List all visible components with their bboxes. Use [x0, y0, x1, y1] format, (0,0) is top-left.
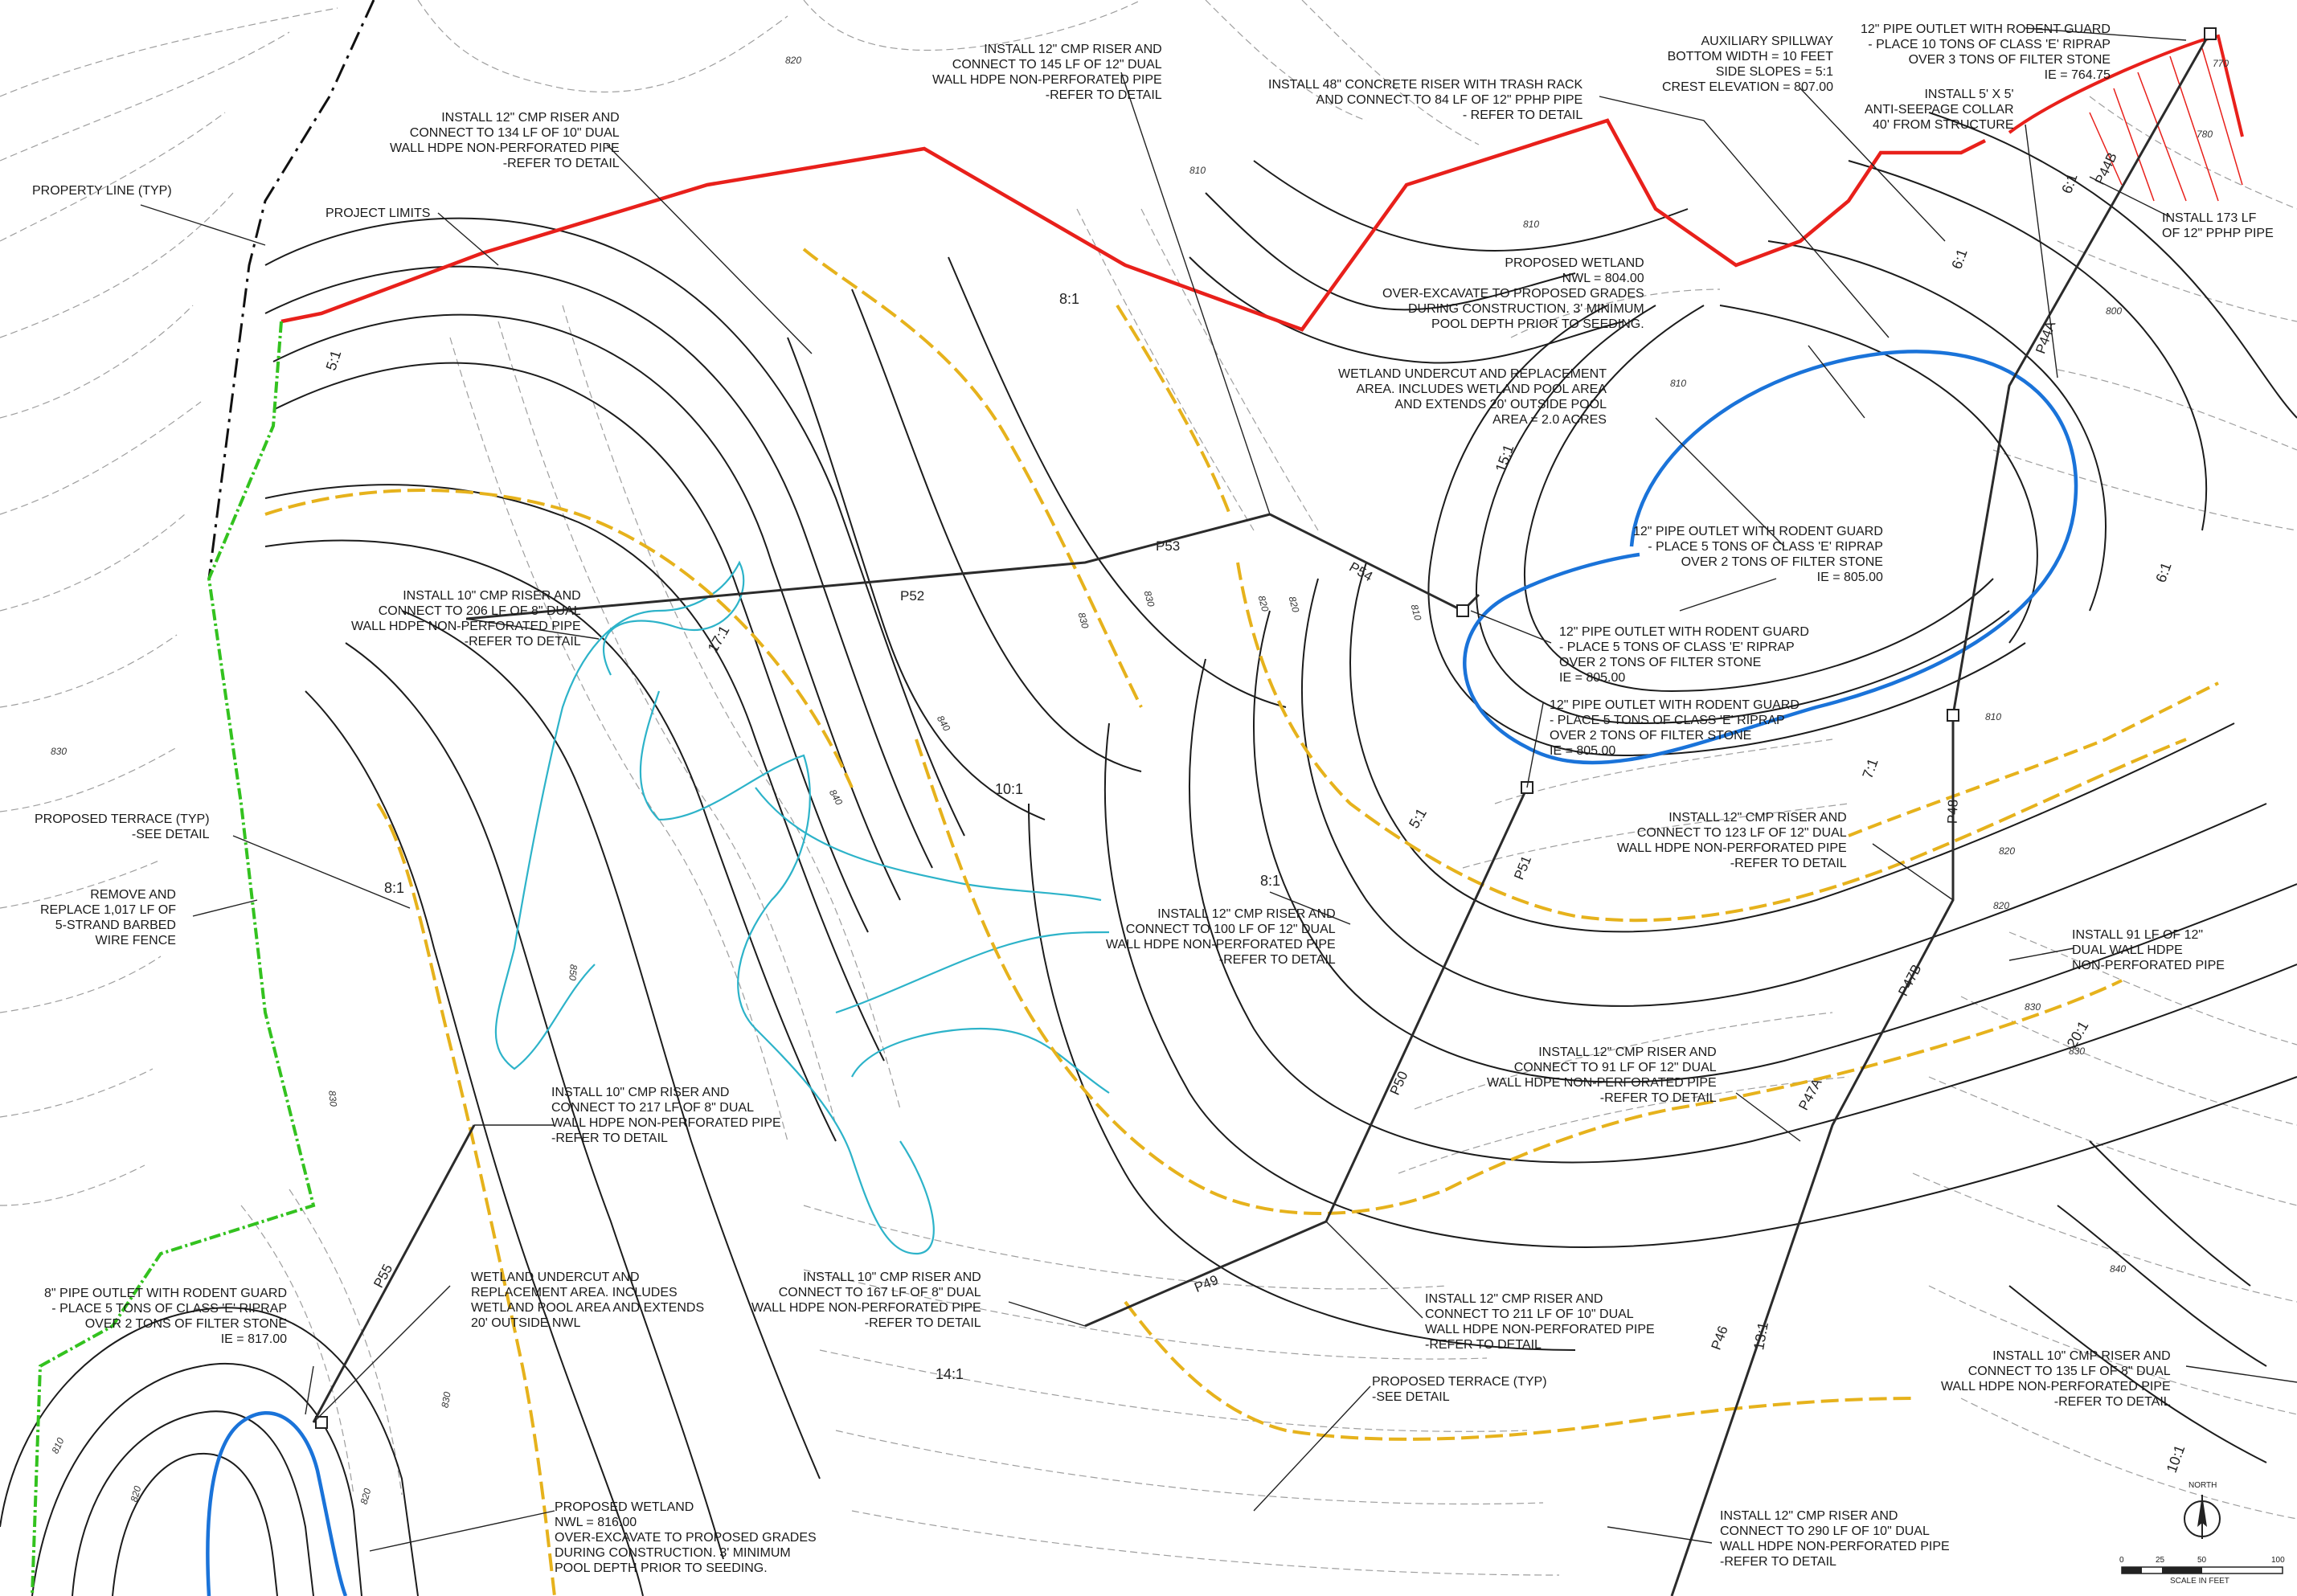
- slope-label: 8:1: [384, 880, 405, 896]
- contour-label: 810: [1985, 711, 2002, 722]
- note-collar: INSTALL 5' X 5' ANTI-SEEPAGE COLLAR 40' …: [1865, 88, 2014, 132]
- note-project-limits: PROJECT LIMITS: [326, 207, 431, 220]
- contour-label: 810: [1189, 165, 1206, 176]
- pipe-label: P52: [900, 588, 925, 604]
- existing-wetland: [494, 560, 1110, 1255]
- note-fence: REMOVE AND REPLACE 1,017 LF OF 5-STRAND …: [40, 888, 176, 947]
- contour-label: 770: [2213, 58, 2229, 69]
- pipe-label: P48: [1944, 799, 1961, 825]
- note-riser-167: INSTALL 10" CMP RISER AND CONNECT TO 167…: [751, 1271, 981, 1330]
- note-riser-145: INSTALL 12" CMP RISER AND CONNECT TO 145…: [932, 43, 1162, 102]
- terrace-lines: [264, 248, 2219, 1596]
- scale-tick-label: 50: [2197, 1556, 2207, 1565]
- note-undercut-bottom: WETLAND UNDERCUT AND REPLACEMENT AREA. I…: [471, 1271, 705, 1330]
- contour-label: 780: [2197, 129, 2213, 140]
- note-terrace-left: PROPOSED TERRACE (TYP) -SEE DETAIL: [35, 812, 210, 841]
- project-limits-line: [280, 118, 1987, 332]
- fence-line: [31, 321, 316, 1596]
- contour-label: 850: [567, 964, 579, 981]
- wetland-nwl-top: [1463, 350, 2078, 765]
- scale-tick-label: 0: [2119, 1556, 2124, 1565]
- slope-label: 10:1: [995, 781, 1024, 797]
- note-pipe-91: INSTALL 91 LF OF 12" DUAL WALL HDPE NON-…: [2072, 928, 2225, 972]
- contour-label: 800: [2106, 305, 2123, 317]
- note-riser-134: INSTALL 12" CMP RISER AND CONNECT TO 134…: [390, 111, 620, 170]
- contour-label: 820: [785, 55, 802, 66]
- note-outlet-817: 8" PIPE OUTLET WITH RODENT GUARD - PLACE…: [44, 1287, 288, 1346]
- note-property-line: PROPERTY LINE (TYP): [32, 184, 172, 198]
- wetland-nwl-bottom: [206, 1411, 348, 1596]
- note-aux-spillway: AUXILIARY SPILLWAY BOTTOM WIDTH = 10 FEE…: [1662, 35, 1833, 94]
- slope-label: 8:1: [1059, 291, 1080, 307]
- scale-caption: SCALE IN FEET: [2170, 1577, 2229, 1586]
- contour-label: 810: [1670, 378, 1687, 389]
- scale-tick-label: 100: [2271, 1556, 2285, 1565]
- pipe-label: P53: [1156, 538, 1181, 554]
- note-riser-48: INSTALL 48" CONCRETE RISER WITH TRASH RA…: [1268, 78, 1583, 122]
- contour-label: 830: [51, 746, 68, 757]
- note-riser-123: INSTALL 12" CMP RISER AND CONNECT TO 123…: [1617, 811, 1847, 870]
- contour-label: 840: [2110, 1263, 2127, 1275]
- note-wetland-bottom: PROPOSED WETLAND NWL = 816.00 OVER-EXCAV…: [555, 1500, 817, 1575]
- property-line: [207, 0, 375, 579]
- contour-label: 830: [326, 1090, 339, 1107]
- note-outlet-805-a: 12" PIPE OUTLET WITH RODENT GUARD - PLAC…: [1633, 525, 1883, 584]
- proposed-contours: [0, 112, 2297, 1596]
- note-riser-217: INSTALL 10" CMP RISER AND CONNECT TO 217…: [551, 1086, 781, 1145]
- note-outlet-top: 12" PIPE OUTLET WITH RODENT GUARD - PLAC…: [1861, 23, 2111, 82]
- contour-label: 810: [1523, 219, 1540, 230]
- note-undercut-top: WETLAND UNDERCUT AND REPLACEMENT AREA. I…: [1338, 367, 1607, 427]
- note-riser-91: INSTALL 12" CMP RISER AND CONNECT TO 91 …: [1487, 1046, 1717, 1105]
- pipe-network: [312, 31, 2212, 1596]
- north-label: NORTH: [2188, 1481, 2217, 1490]
- note-pphp-173: INSTALL 173 LF OF 12" PPHP PIPE: [2162, 211, 2274, 240]
- contour-label: 820: [1999, 845, 2016, 857]
- project-limits-line-ne: [2008, 34, 2244, 137]
- note-outlet-805-b: 12" PIPE OUTLET WITH RODENT GUARD - PLAC…: [1559, 625, 1809, 685]
- note-riser-290: INSTALL 12" CMP RISER AND CONNECT TO 290…: [1720, 1509, 1950, 1569]
- note-riser-135: INSTALL 10" CMP RISER AND CONNECT TO 135…: [1941, 1349, 2171, 1409]
- slope-label: 14:1: [936, 1366, 964, 1382]
- note-outlet-805-c: 12" PIPE OUTLET WITH RODENT GUARD - PLAC…: [1550, 698, 1800, 758]
- scale-tick-label: 25: [2156, 1556, 2165, 1565]
- slope-label: 8:1: [1260, 873, 1281, 889]
- note-terrace-bottom: PROPOSED TERRACE (TYP) -SEE DETAIL: [1372, 1375, 1547, 1404]
- contour-label: 830: [2069, 1046, 2086, 1057]
- north-arrow: [2184, 1495, 2221, 1539]
- note-wetland-top: PROPOSED WETLAND NWL = 804.00 OVER-EXCAV…: [1382, 256, 1644, 331]
- scale-bar: [2121, 1566, 2283, 1574]
- note-riser-100: INSTALL 12" CMP RISER AND CONNECT TO 100…: [1106, 907, 1336, 967]
- contour-label: 830: [2025, 1001, 2041, 1013]
- leader-lines: [140, 27, 2297, 1552]
- contour-label: 820: [1993, 900, 2010, 911]
- note-riser-211: INSTALL 12" CMP RISER AND CONNECT TO 211…: [1425, 1292, 1655, 1352]
- note-riser-206: INSTALL 10" CMP RISER AND CONNECT TO 206…: [351, 589, 581, 649]
